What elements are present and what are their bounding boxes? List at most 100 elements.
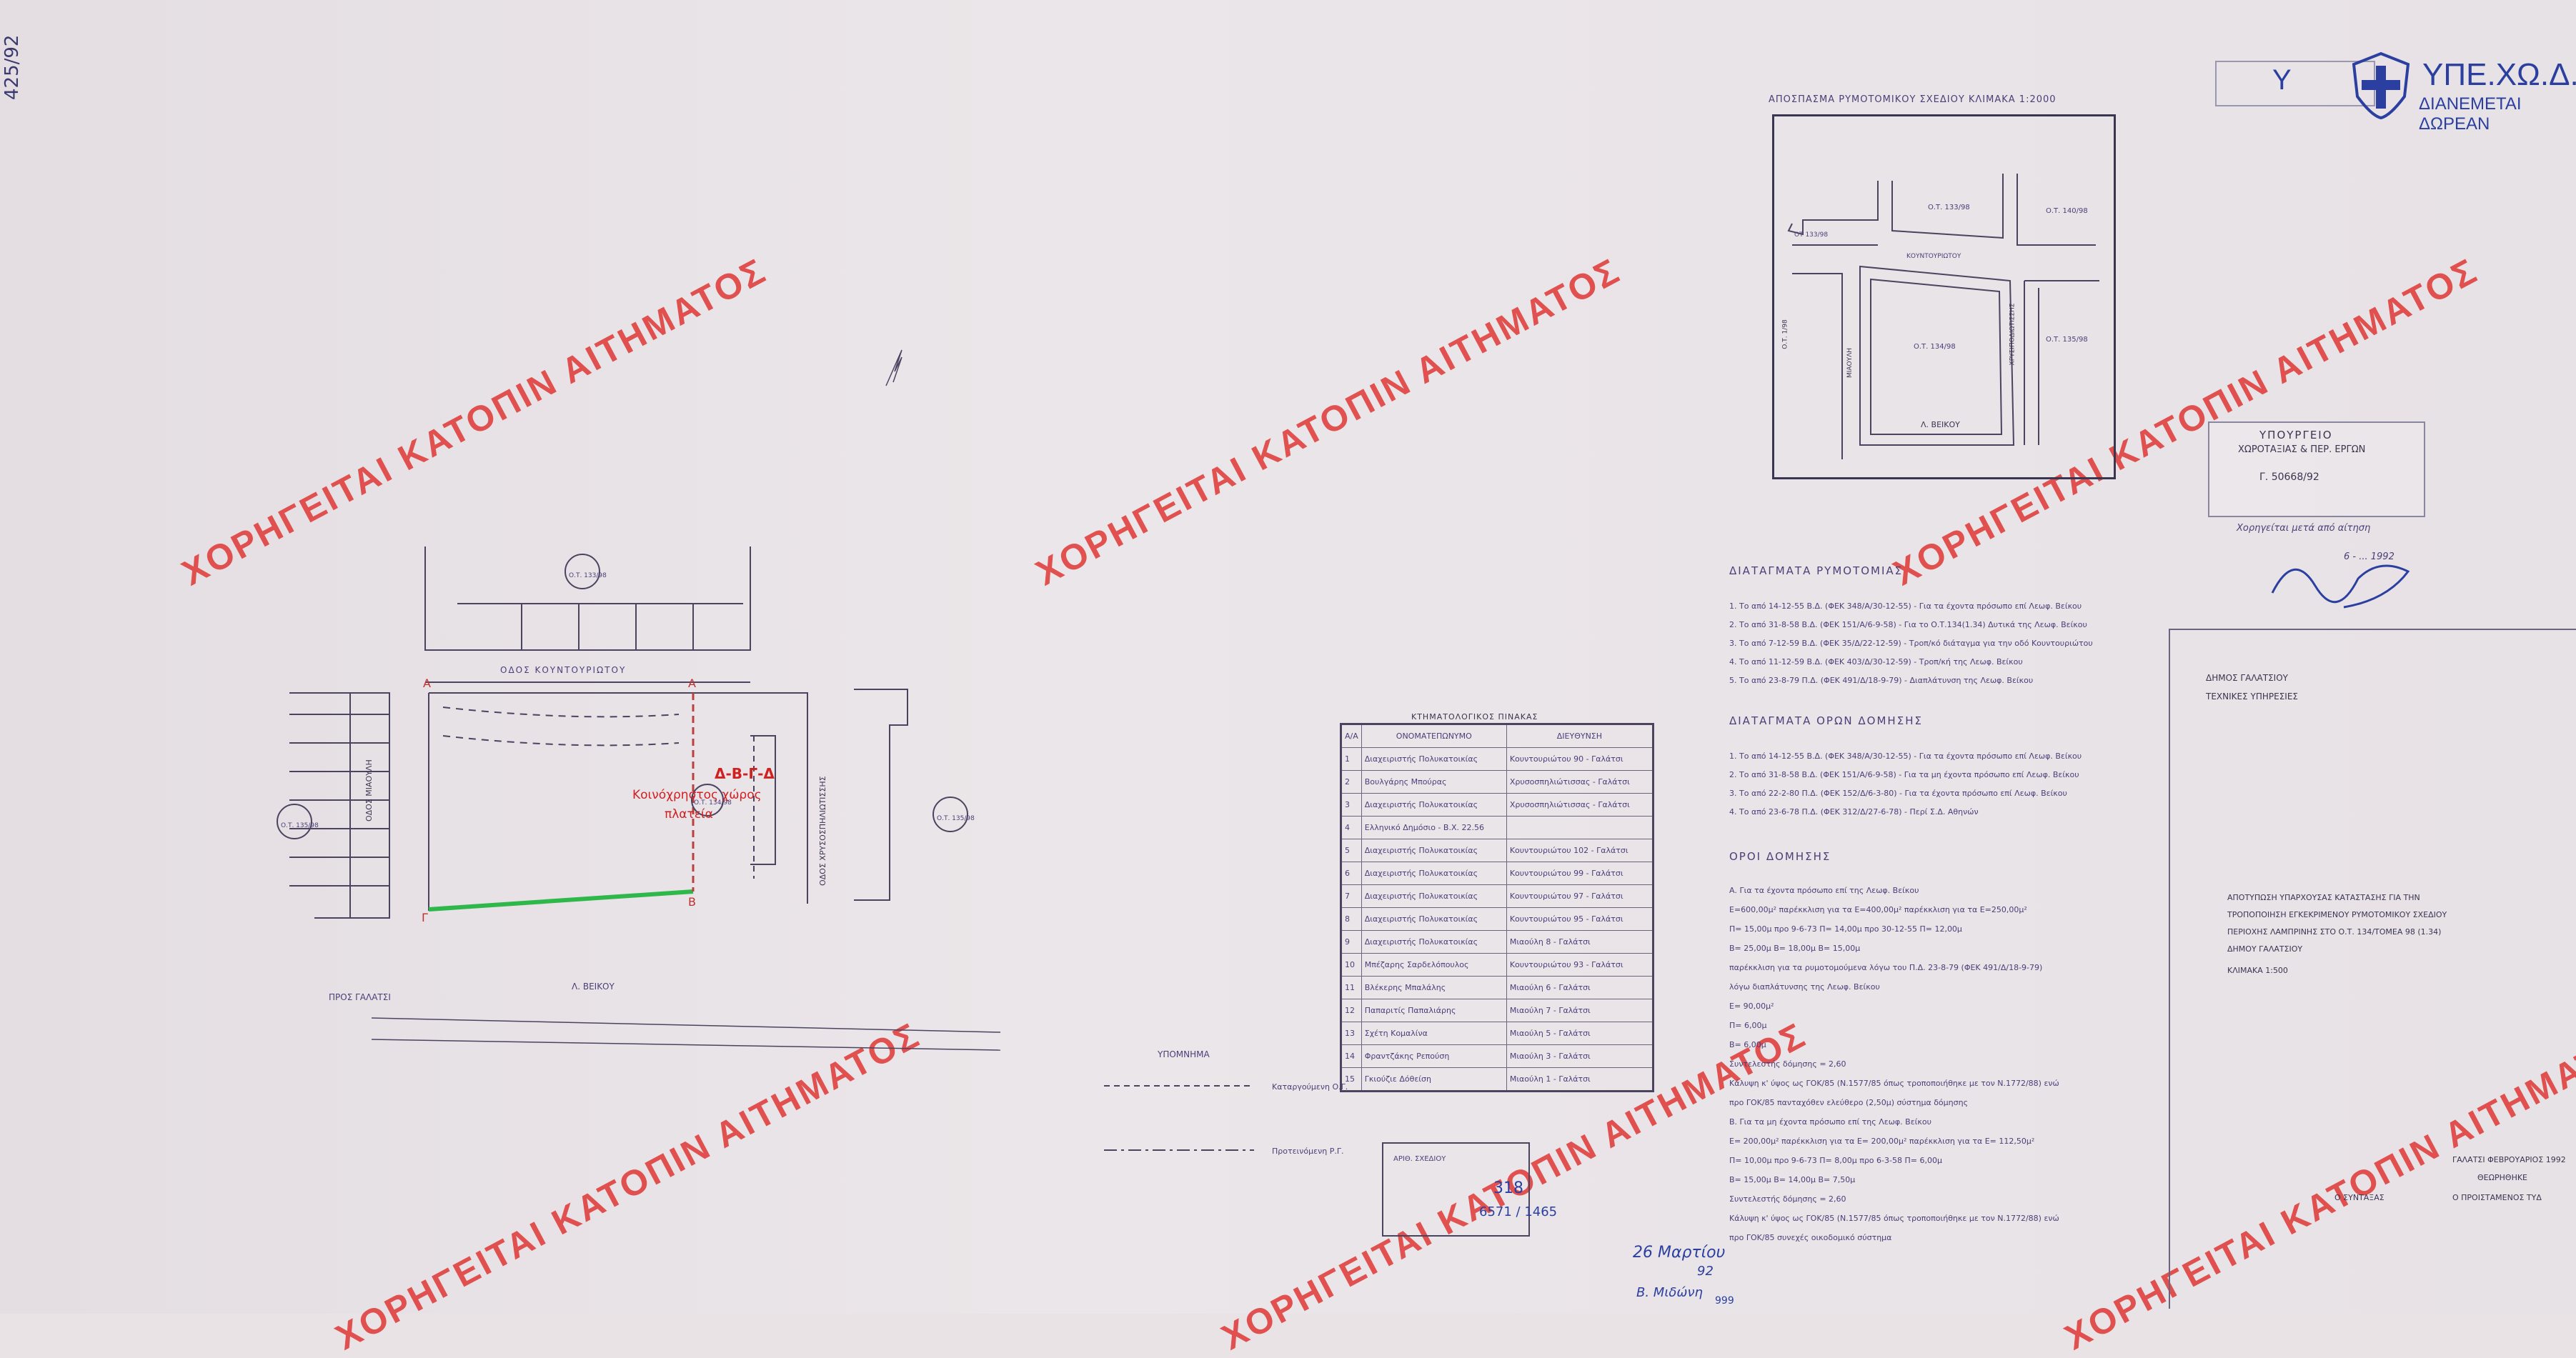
row-number: 3 bbox=[1341, 793, 1362, 817]
row-address: Κουντουριώτου 99 - Γαλάτσι bbox=[1506, 862, 1654, 885]
decree-1-2: 2. Το από 31-8-58 Β.Δ. (ΦΕΚ 151/Α/6-9-58… bbox=[1729, 620, 2087, 629]
row-owner: Διαχειριστής Πολυκατοικίας bbox=[1361, 793, 1507, 817]
term-line: Ε=600,00μ² παρέκκλιση για τα Ε=400,00μ² … bbox=[1729, 905, 2027, 914]
desc-2: ΤΡΟΠΟΠΟΙΗΣΗ ΕΓΚΕΚΡΙΜΕΝΟΥ ΡΥΜΟΤΟΜΙΚΟΥ ΣΧΕ… bbox=[2227, 910, 2447, 919]
term-line: παρέκκλιση για τα ρυμοτομούμενα λόγω του… bbox=[1729, 963, 2043, 972]
city-date: ΓΑΛΑΤΣΙ ΦΕΒΡΟΥΑΡΙΟΣ 1992 bbox=[2452, 1155, 2566, 1164]
red-note-1: Δ-Β-Γ-Δ bbox=[715, 765, 775, 782]
header-org: ΥΠΕ.ΧΩ.Δ.Ε. bbox=[2422, 57, 2576, 92]
street-left: ΟΔΟΣ ΜΙΑΟΥΛΗ bbox=[364, 759, 374, 822]
inset-label-ot140: Ο.Τ. 140/98 bbox=[2046, 207, 2088, 215]
term-line: Π= 6,00μ bbox=[1729, 1021, 1767, 1030]
ministry-signature-icon bbox=[2265, 543, 2422, 617]
ministry-stamp-ref: Γ. 50668/92 bbox=[2259, 471, 2319, 483]
decree-1-1: 1. Το από 14-12-55 Β.Δ. (ΦΕΚ 348/Α/30-12… bbox=[1729, 601, 2082, 611]
row-number: 4 bbox=[1341, 816, 1362, 839]
inset-map-drawing: Ο.Τ. 133/98 Ο.Τ. 140/98 ΚΟΥΝΤΟΥΡΙΩΤΟΥ Ο.… bbox=[1787, 174, 2099, 490]
row-number: 8 bbox=[1341, 907, 1362, 931]
term-line: Α. Για τα έχοντα πρόσωπο επί της Λεωφ. Β… bbox=[1729, 886, 1919, 895]
ot-right-label: Ο.Τ. 135/98 bbox=[937, 815, 975, 822]
inset-label-koundouriotou: ΚΟΥΝΤΟΥΡΙΩΤΟΥ bbox=[1906, 253, 1961, 260]
header-sub: ΔΙΑΝΕΜΕΤΑΙ ΔΩΡΕΑΝ bbox=[2419, 94, 2522, 134]
inset-label-veikou-text: Λ. ΒΕΙΚΟΥ bbox=[1921, 420, 1960, 429]
term-line: Ε= 200,00μ² παρέκκλιση για τα Ε= 200,00μ… bbox=[1729, 1137, 2035, 1146]
checked: ΘΕΩΡΗΘΗΚΕ bbox=[2477, 1173, 2528, 1182]
red-note-3: πλατεία bbox=[665, 807, 713, 822]
ministry-header-stamp: Υ ΥΠΕ.ΧΩ.Δ.Ε. ΔΙΑΝΕΜΕΤΑΙ ΔΩΡΕΑΝ bbox=[2215, 50, 2576, 134]
corner-a-right: Α bbox=[688, 676, 696, 690]
row-address: Κουντουριώτου 93 - Γαλάτσι bbox=[1506, 953, 1654, 977]
ot-main-circle bbox=[691, 784, 724, 817]
decree-2-3: 3. Το από 22-2-80 Π.Δ. (ΦΕΚ 152/Δ/6-3-80… bbox=[1729, 789, 2067, 798]
row-address: Μιαούλη 8 - Γαλάτσι bbox=[1506, 930, 1654, 954]
legend-title: ΥΠΟΜΝΗΜΑ bbox=[1157, 1049, 1210, 1059]
row-owner: Γκιούζιε Δόθείση bbox=[1361, 1067, 1507, 1092]
street-right: ΟΔΟΣ ΧΡΥΣΟΣΠΗΛΙΩΤΙΣΣΗΣ bbox=[818, 776, 827, 886]
term-line: λόγω διαπλάτυνσης της Λεωφ. Βείκου bbox=[1729, 982, 1880, 992]
ministry-stamp-line1: ΥΠΟΥΡΓΕΙΟ bbox=[2259, 429, 2333, 441]
inset-map: Ο.Τ. 133/98 Ο.Τ. 140/98 ΚΟΥΝΤΟΥΡΙΩΤΟΥ Ο.… bbox=[1772, 114, 2116, 490]
plan-lines bbox=[289, 349, 1530, 1237]
drafter: Ο ΣΥΝΤΑΞΑΣ bbox=[2334, 1193, 2384, 1202]
term-line: Συντελεστής δόμησης = 2,60 bbox=[1729, 1059, 1846, 1069]
row-owner: Μπέζαρης Σαρδελόπουλος bbox=[1361, 953, 1507, 977]
handwriting-4: 999 bbox=[1715, 1295, 1734, 1307]
ot-right-circle bbox=[933, 797, 968, 832]
term-line: προ ΓΟΚ/85 συνεχές οικοδομικό σύστημα bbox=[1729, 1233, 1892, 1242]
handwriting-2: Β. Μιδώνη bbox=[1636, 1285, 1703, 1300]
term-line: Ε= 90,00μ² bbox=[1729, 1002, 1774, 1011]
corner-a-left: Α bbox=[423, 676, 431, 690]
greek-coat-of-arms-icon bbox=[2347, 50, 2415, 121]
term-line: Β= 6,00μ bbox=[1729, 1040, 1766, 1049]
desc-3: ΠΕΡΙΟΧΗΣ ΛΑΜΠΡΙΝΗΣ ΣΤΟ Ο.Τ. 134/ΤΟΜΕΑ 98… bbox=[2227, 927, 2442, 937]
col-aa: Α/Α bbox=[1341, 724, 1362, 748]
title-block: ΔΗΜΟΣ ΓΑΛΑΤΣΙΟΥ ΤΕΧΝΙΚΕΣ ΥΠΗΡΕΣΙΕΣ ΑΠΟΤΥ… bbox=[2169, 629, 2576, 1309]
handwriting-3: 92 bbox=[1697, 1264, 1714, 1279]
drawing-sheet bbox=[0, 0, 2576, 1314]
site-plan: Α Α Γ Β Ο.Τ. 133/98 Ο.Τ. 135/98 Ο.Τ. 135… bbox=[277, 349, 1734, 1307]
stamp-code: 6571 / 1465 bbox=[1479, 1204, 1557, 1219]
row-number: 5 bbox=[1341, 839, 1362, 862]
row-address: Μιαούλη 7 - Γαλάτσι bbox=[1506, 999, 1654, 1022]
row-address: Κουντουριώτου 97 - Γαλάτσι bbox=[1506, 884, 1654, 908]
term-line: Κάλυψη κ' ύψος ως ΓΟΚ/85 (Ν.1577/85 όπως… bbox=[1729, 1214, 2059, 1223]
term-line: Β. Για τα μη έχοντα πρόσωπο επί της Λεωφ… bbox=[1729, 1117, 1931, 1127]
ministry-stamp-line2: ΧΩΡΟΤΑΞΙΑΣ & ΠΕΡ. ΕΡΓΩΝ bbox=[2238, 444, 2366, 455]
inset-label-ot133: Ο.Τ. 133/98 bbox=[1928, 204, 1970, 211]
term-line: Κάλυψη κ' ύψος ως ΓΟΚ/85 (Ν.1577/85 όπως… bbox=[1729, 1079, 2059, 1088]
desc-1: ΑΠΟΤΥΠΩΣΗ ΥΠΑΡΧΟΥΣΑΣ ΚΑΤΑΣΤΑΣΗΣ ΓΙΑ ΤΗΝ bbox=[2227, 893, 2420, 902]
head: Ο ΠΡΟΙΣΤΑΜΕΝΟΣ ΤΥΔ bbox=[2452, 1193, 2542, 1202]
row-owner: Ελληνικό Δημόσιο - Β.Χ. 22.56 bbox=[1361, 816, 1507, 839]
to-galatsi: ΠΡΟΣ ΓΑΛΑΤΣΙ bbox=[329, 992, 391, 1002]
row-address: Μιαούλη 1 - Γαλάτσι bbox=[1506, 1067, 1654, 1092]
stamp-prefix: Υ bbox=[2272, 64, 2292, 96]
services: ΤΕΧΝΙΚΕΣ ΥΠΗΡΕΣΙΕΣ bbox=[2206, 692, 2298, 702]
row-address: Κουντουριώτου 95 - Γαλάτσι bbox=[1506, 907, 1654, 931]
scale: ΚΛΙΜΑΚΑ 1:500 bbox=[2227, 966, 2288, 975]
legend-1: Καταργούμενη Ο.Γ. bbox=[1272, 1082, 1348, 1092]
ot-main-label: Ο.Τ. 134/98 bbox=[694, 799, 732, 807]
term-line: Β= 25,00μ Β= 18,00μ Β= 15,00μ bbox=[1729, 944, 1861, 953]
decree-2-2: 2. Το από 31-8-58 Β.Δ. (ΦΕΚ 151/Α/6-9-58… bbox=[1729, 770, 2079, 779]
street-top: ΟΔΟΣ ΚΟΥΝΤΟΥΡΙΩΤΟΥ bbox=[500, 665, 626, 675]
row-number: 11 bbox=[1341, 976, 1362, 999]
inset-label-ot133b: ΟΤ 133/98 bbox=[1794, 231, 1828, 239]
cadastral-table-title: ΚΤΗΜΑΤΟΛΟΓΙΚΟΣ ΠΙΝΑΚΑΣ bbox=[1411, 712, 1538, 722]
proposed-line-green bbox=[428, 889, 694, 912]
row-owner: Παπαριτίς Παπαλιάρης bbox=[1361, 999, 1507, 1022]
corner-b: Β bbox=[688, 895, 696, 909]
ot-top-label: Ο.Τ. 133/98 bbox=[569, 572, 607, 579]
row-address: Μιαούλη 5 - Γαλάτσι bbox=[1506, 1022, 1654, 1045]
stamp-head: ΑΡΙΘ. ΣΧΕΔΙΟΥ bbox=[1393, 1155, 1446, 1163]
row-owner: Διαχειριστής Πολυκατοικίας bbox=[1361, 862, 1507, 885]
red-note-2: Κοινόχρηστος χώρος bbox=[632, 788, 762, 802]
